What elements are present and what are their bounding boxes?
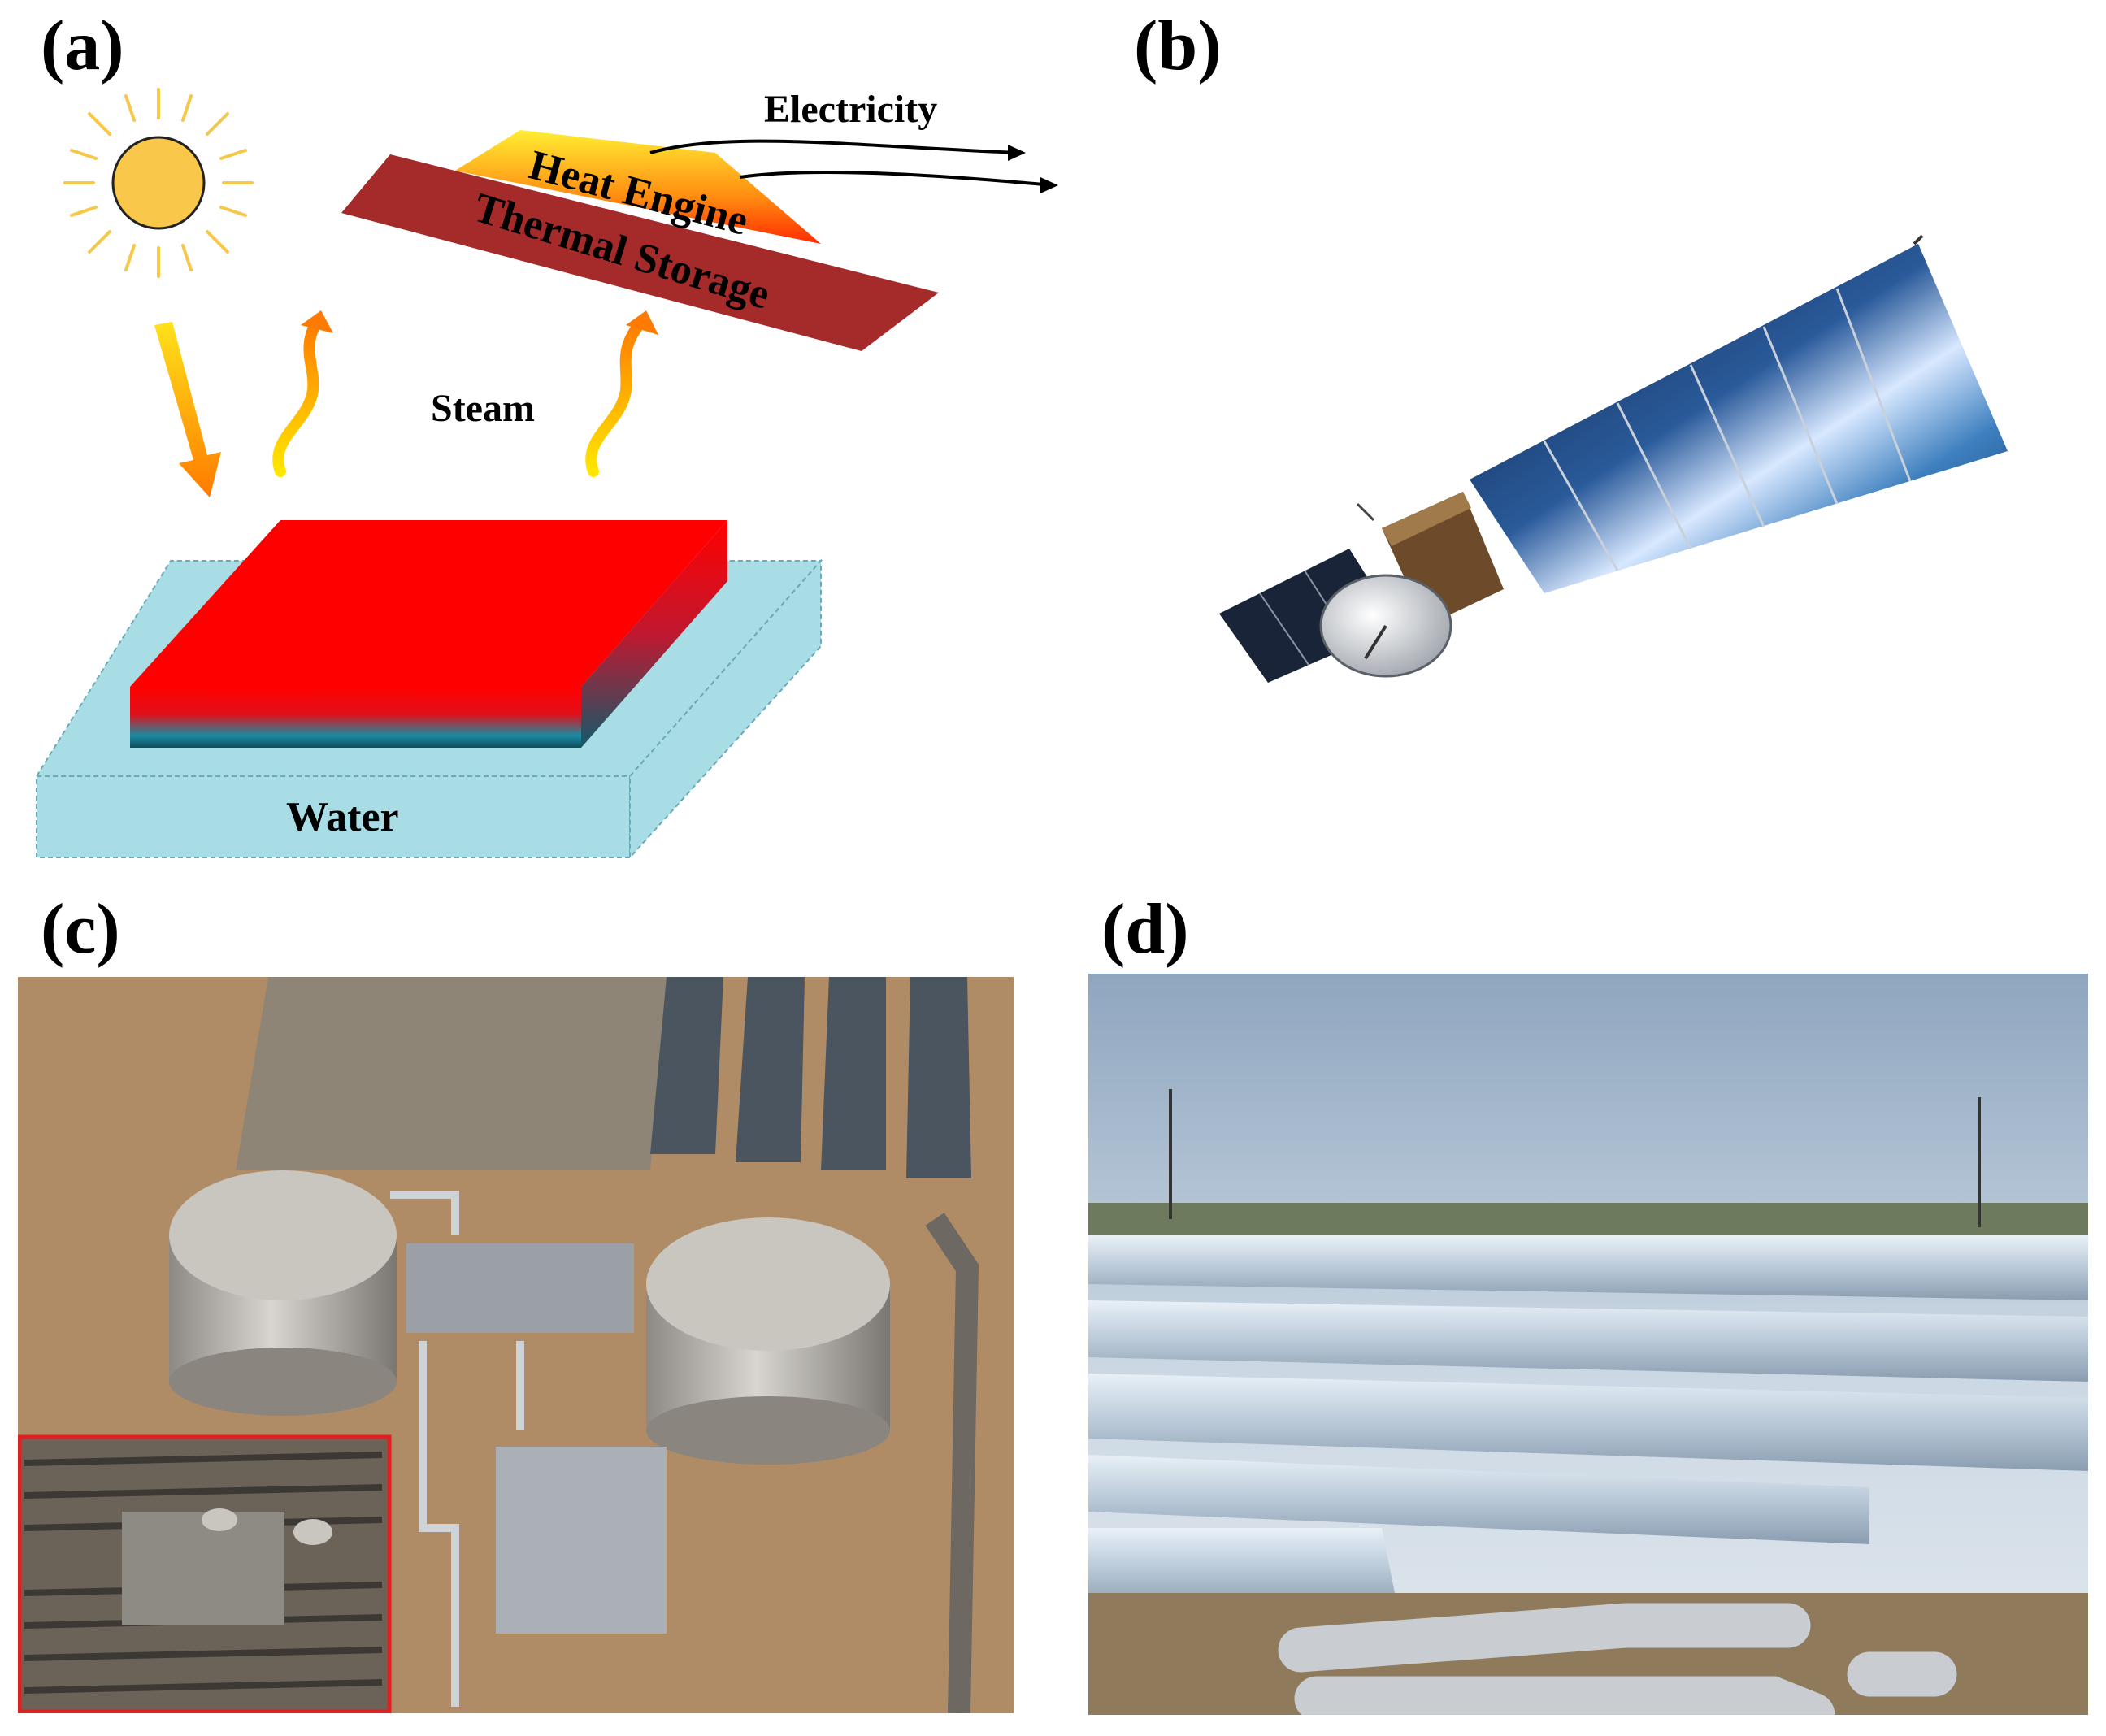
storage-tank-left [169, 1170, 397, 1416]
storage-tank-right [646, 1217, 890, 1465]
mirror-rows [1088, 1235, 2088, 1609]
panel-a-label: (a) [41, 7, 124, 85]
steam-arrow-right [585, 315, 648, 477]
site-overview-inset [18, 1434, 392, 1713]
panel-c-label: (c) [41, 890, 120, 969]
heat-engine-block [455, 130, 821, 244]
sunlight-arrow [154, 322, 221, 497]
electricity-label: Electricity [764, 88, 937, 131]
steam-arrow-left-head [301, 310, 333, 333]
panel-b-label: (b) [1134, 7, 1222, 85]
parabolic-trough-field-photo [1088, 974, 2088, 1715]
panel-c: (c) [18, 890, 1014, 1713]
steam-label: Steam [431, 387, 535, 430]
panel-d: (d) [1088, 890, 2088, 1715]
satellite-image [1219, 234, 2008, 683]
thermal-storage-plant-photo [18, 977, 1014, 1713]
electricity-arrow-1 [649, 139, 1021, 154]
absorber-slab [130, 520, 727, 748]
panel-a: (a) [35, 7, 1058, 860]
panel-d-label: (d) [1101, 890, 1189, 969]
electricity-arrow-2 [739, 170, 1053, 187]
steam-arrow-right-head [626, 310, 658, 335]
electricity-arrow-1-head [1008, 145, 1026, 161]
sun-icon [63, 88, 254, 278]
insulated-pipes [1278, 1603, 1957, 1715]
panel-b: (b) [1134, 7, 2008, 683]
steam-arrow-left [272, 315, 323, 477]
water-label: Water [286, 794, 399, 840]
electricity-arrow-2-head [1040, 177, 1058, 193]
thermal-storage-slab [341, 154, 939, 351]
